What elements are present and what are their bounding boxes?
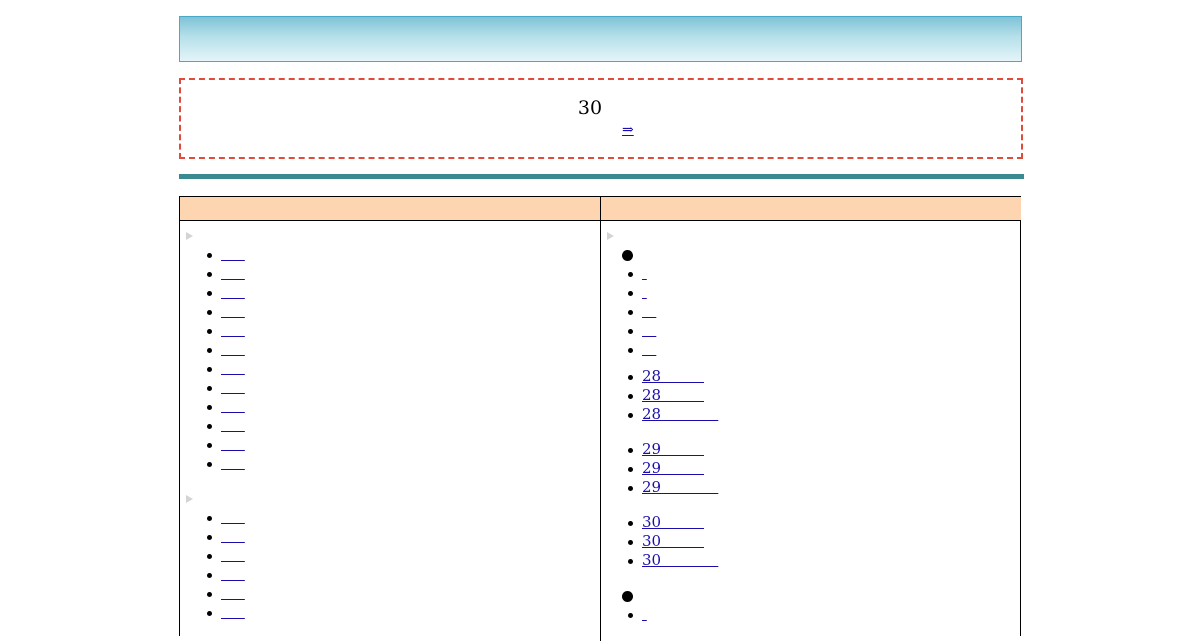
list-bullet (207, 462, 212, 467)
day-link[interactable]: 29 (642, 440, 704, 458)
list-bullet (207, 291, 212, 296)
day-link[interactable]: 30 (642, 551, 719, 569)
list-bullet (207, 348, 212, 353)
list-item-link[interactable] (642, 341, 656, 358)
list-bullet (628, 486, 633, 491)
list-bullet (628, 467, 633, 472)
table-header-right (601, 196, 1021, 221)
list-item-link[interactable] (221, 566, 245, 583)
list-bullet (207, 573, 212, 578)
day-link[interactable]: 29 (642, 459, 704, 477)
column-divider (600, 221, 601, 641)
notice-number: 30 (577, 97, 603, 119)
day-link[interactable]: 29 (642, 478, 719, 496)
list-item-link[interactable] (221, 341, 245, 358)
list-bullet (207, 592, 212, 597)
list-item-link[interactable] (221, 528, 245, 545)
list-item-link[interactable] (221, 509, 245, 526)
expand-arrow-icon[interactable] (607, 232, 614, 240)
table-header-left (180, 196, 601, 221)
list-item-link[interactable] (221, 360, 245, 377)
list-item-link[interactable] (221, 265, 245, 282)
section-bullet (622, 250, 633, 261)
day-link[interactable]: 30 (642, 513, 704, 531)
list-bullet (628, 329, 633, 334)
list-bullet (207, 310, 212, 315)
list-bullet (207, 329, 212, 334)
list-item-link[interactable] (642, 606, 647, 623)
notice-box: 30 ⇒ (179, 78, 1023, 159)
list-bullet (628, 540, 633, 545)
section-divider (179, 174, 1024, 179)
notice-arrow-link[interactable]: ⇒ (622, 122, 634, 138)
list-bullet (628, 291, 633, 296)
list-item-link[interactable] (642, 303, 656, 320)
list-bullet (628, 413, 633, 418)
list-bullet (628, 448, 633, 453)
list-item-link[interactable] (642, 322, 656, 339)
list-item-link[interactable] (221, 547, 245, 564)
list-item-link[interactable] (221, 379, 245, 396)
list-bullet (628, 394, 633, 399)
day-link[interactable]: 28 (642, 367, 704, 385)
list-item-link[interactable] (221, 246, 245, 263)
list-bullet (207, 424, 212, 429)
list-item-link[interactable] (221, 398, 245, 415)
list-bullet (628, 375, 633, 380)
list-item-link[interactable] (221, 604, 245, 621)
list-bullet (207, 443, 212, 448)
list-bullet (628, 310, 633, 315)
list-bullet (207, 516, 212, 521)
expand-arrow-icon[interactable] (186, 495, 193, 503)
content-table: 28 28 28 29 29 29 30 30 30 (179, 196, 1021, 641)
list-bullet (207, 405, 212, 410)
expand-arrow-icon[interactable] (186, 232, 193, 240)
list-item-link[interactable] (221, 303, 245, 320)
section-bullet (622, 591, 633, 602)
list-bullet (628, 348, 633, 353)
list-bullet (628, 521, 633, 526)
list-item-link[interactable] (642, 265, 647, 282)
list-item-link[interactable] (221, 284, 245, 301)
list-bullet (207, 535, 212, 540)
list-bullet (207, 611, 212, 616)
list-bullet (628, 559, 633, 564)
list-item-link[interactable] (221, 417, 245, 434)
list-item-link[interactable] (221, 585, 245, 602)
list-bullet (207, 367, 212, 372)
list-bullet (207, 386, 212, 391)
list-bullet (628, 272, 633, 277)
header-banner (179, 16, 1022, 62)
list-bullet (207, 253, 212, 258)
list-bullet (628, 613, 633, 618)
list-item-link[interactable] (221, 455, 245, 472)
day-link[interactable]: 28 (642, 405, 719, 423)
list-item-link[interactable] (221, 436, 245, 453)
list-bullet (207, 554, 212, 559)
list-item-link[interactable] (642, 284, 647, 301)
day-link[interactable]: 28 (642, 386, 704, 404)
list-bullet (207, 272, 212, 277)
list-item-link[interactable] (221, 322, 245, 339)
day-link[interactable]: 30 (642, 532, 704, 550)
